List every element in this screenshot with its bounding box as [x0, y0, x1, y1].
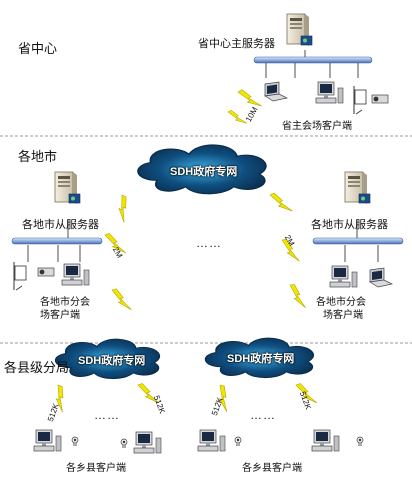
- county-lr-webcam-icon: [120, 438, 128, 449]
- province-server-label: 省中心主服务器: [198, 37, 275, 50]
- province-projector-icon: [371, 94, 389, 104]
- city-right-laptop-icon: [369, 267, 393, 288]
- city-left-screen-icon: [13, 261, 27, 291]
- sdh-cloud-bottom-right-label: SDH政府专网: [227, 353, 295, 365]
- city-left-server-icon: [54, 171, 81, 205]
- county-right-clients-label: 各乡县客户端: [242, 463, 302, 474]
- city-ellipsis: ……: [196, 236, 222, 250]
- connection-lines: [27, 50, 379, 262]
- province-server-icon: [286, 13, 313, 47]
- sdh-cloud-bottom-left-label: SDH政府专网: [78, 355, 146, 367]
- tier-label-province: 省中心: [18, 41, 58, 56]
- county-lr-desktop-icon: [133, 431, 162, 454]
- province-desktop-icon: [315, 81, 344, 104]
- city-right-desktop-icon: [329, 265, 358, 288]
- city-left-desktop-icon: [61, 263, 90, 286]
- city-right-server-icon: [344, 171, 371, 205]
- county-rr-webcam-icon: [356, 436, 364, 447]
- province-screen-icon: [353, 85, 367, 115]
- county-rr-desktop-icon: [311, 429, 340, 452]
- county-rl-webcam-icon: [234, 436, 242, 447]
- city-left-lan-bar: [11, 237, 103, 245]
- province-lan-bar: [253, 56, 373, 64]
- tier-label-county: 各县级分局: [4, 360, 70, 375]
- sdh-cloud-top-label: SDH政府专网: [170, 166, 238, 178]
- county-right-ellipsis: ……: [250, 408, 276, 422]
- tier-label-city: 各地市: [18, 149, 58, 164]
- city-left-clients-label-line2: 场客户端: [40, 310, 80, 321]
- county-ll-webcam-icon: [71, 436, 79, 447]
- city-left-clients-label-line1: 各地市分会: [40, 297, 90, 308]
- county-left-clients-label: 各乡县客户端: [66, 463, 126, 474]
- county-ll-desktop-icon: [33, 429, 62, 452]
- city-left-projector-icon: [37, 267, 55, 277]
- city-right-clients-label-line1: 各地市分会: [316, 297, 366, 308]
- county-rl-desktop-icon: [197, 429, 226, 452]
- city-right-clients-label-line2: 场客户端: [323, 310, 363, 321]
- city-left-server-label: 各地市从服务器: [22, 218, 99, 231]
- city-right-lan-bar: [312, 237, 404, 245]
- province-clients-label: 省主会场客户端: [282, 121, 352, 132]
- county-left-ellipsis: ……: [94, 408, 120, 422]
- province-laptop-icon: [264, 81, 288, 102]
- city-right-server-label: 各地市从服务器: [311, 218, 388, 231]
